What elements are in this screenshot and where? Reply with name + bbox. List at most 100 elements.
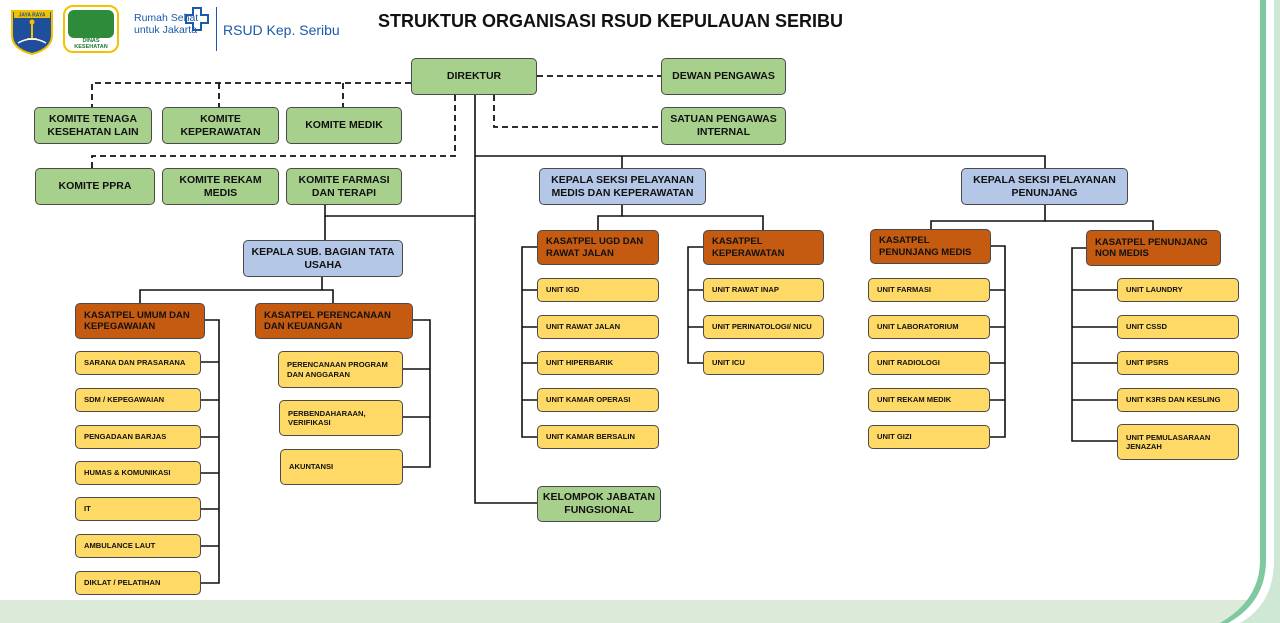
label-penunjang-medis-unit: UNIT RADIOLOGI xyxy=(877,358,940,368)
label-ugd-unit: UNIT KAMAR BERSALIN xyxy=(546,432,636,442)
box-kepala-seksi-pelayanan-medis: KEPALA SEKSI PELAYANAN MEDIS DAN KEPERAW… xyxy=(539,168,706,205)
label-perencanaan-unit: PERENCANAAN PROGRAM DAN ANGGARAN xyxy=(287,360,388,379)
label-dewan-pengawas: DEWAN PENGAWAS xyxy=(672,70,775,83)
label-kasatpel-umum-dan-kepegawaian: KASATPEL UMUM DAN KEPEGAWAIAN xyxy=(84,309,190,332)
box-satuan-pengawas-internal: SATUAN PENGAWAS INTERNAL xyxy=(661,107,786,145)
box-perencanaan-unit: AKUNTANSI xyxy=(280,449,403,485)
label-kasatpel-penunjang-medis: KASATPEL PENUNJANG MEDIS xyxy=(879,235,972,258)
box-kasatpel-ugd-rawat-jalan: KASATPEL UGD DAN RAWAT JALAN xyxy=(537,230,659,265)
label-penunjang-non-medis-unit: UNIT K3RS DAN KESLING xyxy=(1126,395,1221,405)
label-penunjang-medis-unit: UNIT LABORATORIUM xyxy=(877,322,959,332)
box-penunjang-non-medis-unit: UNIT K3RS DAN KESLING xyxy=(1117,388,1239,412)
label-keperawatan-unit: UNIT ICU xyxy=(712,358,745,368)
label-kasatpel-ugd-rawat-jalan: KASATPEL UGD DAN RAWAT JALAN xyxy=(546,236,644,259)
label-penunjang-medis-unit: UNIT GIZI xyxy=(877,432,912,442)
logo-jakarta-text: JAYA RAYA xyxy=(19,13,46,19)
box-penunjang-medis-unit: UNIT REKAM MEDIK xyxy=(868,388,990,412)
box-ugd-unit: UNIT IGD xyxy=(537,278,659,302)
label-komite-ppra: KOMITE PPRA xyxy=(58,180,132,193)
label-komite-rekam-medis: KOMITE REKAM MEDIS xyxy=(179,173,262,199)
label-kasatpel-penunjang-non-medis: KASATPEL PENUNJANG NON MEDIS xyxy=(1095,236,1208,259)
box-direktur: DIREKTUR xyxy=(411,58,537,95)
label-kasatpel-perencanaan-dan-keuangan: KASATPEL PERENCANAAN DAN KEUANGAN xyxy=(264,309,391,332)
box-penunjang-medis-unit: UNIT FARMASI xyxy=(868,278,990,302)
box-kepala-sub-bagian-tata-usaha: KEPALA SUB. BAGIAN TATA USAHA xyxy=(243,240,403,277)
box-komite-tenaga-kesehatan-lain: KOMITE TENAGA KESEHATAN LAIN xyxy=(34,107,152,144)
box-umum-unit: SDM / KEPEGAWAIAN xyxy=(75,388,201,412)
box-keperawatan-unit: UNIT ICU xyxy=(703,351,824,375)
label-komite-tenaga-kesehatan-lain: KOMITE TENAGA KESEHATAN LAIN xyxy=(47,112,139,138)
corner-decor xyxy=(1220,0,1280,623)
label-kepala-sub-bagian-tata-usaha: KEPALA SUB. BAGIAN TATA USAHA xyxy=(251,245,395,271)
rs-tagline: Rumah Sehat untuk Jakarta xyxy=(134,12,198,36)
box-penunjang-non-medis-unit: UNIT LAUNDRY xyxy=(1117,278,1239,302)
label-komite-medik: KOMITE MEDIK xyxy=(305,119,383,132)
label-ugd-unit: UNIT KAMAR OPERASI xyxy=(546,395,631,405)
box-ugd-unit: UNIT KAMAR BERSALIN xyxy=(537,425,659,449)
box-umum-unit: IT xyxy=(75,497,201,521)
box-umum-unit: SARANA DAN PRASARANA xyxy=(75,351,201,375)
box-perencanaan-unit: PERENCANAAN PROGRAM DAN ANGGARAN xyxy=(278,351,403,388)
box-komite-ppra: KOMITE PPRA xyxy=(35,168,155,205)
label-penunjang-non-medis-unit: UNIT CSSD xyxy=(1126,322,1167,332)
box-komite-keperawatan: KOMITE KEPERAWATAN xyxy=(162,107,279,144)
header-separator xyxy=(216,7,217,51)
label-satuan-pengawas-internal: SATUAN PENGAWAS INTERNAL xyxy=(670,113,777,138)
box-komite-farmasi-dan-terapi: KOMITE FARMASI DAN TERAPI xyxy=(286,168,402,205)
box-kasatpel-penunjang-non-medis: KASATPEL PENUNJANG NON MEDIS xyxy=(1086,230,1221,266)
box-ugd-unit: UNIT RAWAT JALAN xyxy=(537,315,659,339)
box-dewan-pengawas: DEWAN PENGAWAS xyxy=(661,58,786,95)
leaf-icon xyxy=(68,10,114,38)
page-title: STRUKTUR ORGANISASI RSUD KEPULAUAN SERIB… xyxy=(378,11,844,31)
box-umum-unit: DIKLAT / PELATIHAN xyxy=(75,571,201,595)
box-penunjang-medis-unit: UNIT LABORATORIUM xyxy=(868,315,990,339)
box-keperawatan-unit: UNIT PERINATOLOGI/ NICU xyxy=(703,315,824,339)
rs-name: RSUD Kep. Seribu xyxy=(223,22,340,38)
box-umum-unit: HUMAS & KOMUNIKASI xyxy=(75,461,201,485)
label-penunjang-non-medis-unit: UNIT PEMULASARAAN JENAZAH xyxy=(1126,432,1211,451)
label-keperawatan-unit: UNIT RAWAT INAP xyxy=(712,285,779,295)
label-umum-unit: AMBULANCE LAUT xyxy=(84,541,156,551)
label-direktur: DIREKTUR xyxy=(446,70,502,83)
label-komite-keperawatan: KOMITE KEPERAWATAN xyxy=(180,112,261,138)
box-ugd-unit: UNIT HIPERBARIK xyxy=(537,351,659,375)
box-kelompok-jabatan-fungsional: KELOMPOK JABATAN FUNGSIONAL xyxy=(537,486,661,522)
jakarta-crest-icon: JAYA RAYA xyxy=(11,10,53,55)
label-perencanaan-unit: PERBENDAHARAAN, VERIFIKASI xyxy=(288,408,366,427)
rs-tagline-line2: untuk Jakarta xyxy=(134,24,198,37)
box-komite-rekam-medis: KOMITE REKAM MEDIS xyxy=(162,168,279,205)
logo-dinkes-text: DINAS KESEHATAN xyxy=(74,38,108,50)
label-kepala-seksi-pelayanan-penunjang: KEPALA SEKSI PELAYANAN PENUNJANG xyxy=(973,173,1116,199)
label-kepala-seksi-pelayanan-medis: KEPALA SEKSI PELAYANAN MEDIS DAN KEPERAW… xyxy=(551,173,694,199)
plus-cross-icon xyxy=(185,7,209,31)
label-penunjang-medis-unit: UNIT FARMASI xyxy=(877,285,931,295)
label-umum-unit: IT xyxy=(84,504,91,514)
box-kasatpel-perencanaan-dan-keuangan: KASATPEL PERENCANAAN DAN KEUANGAN xyxy=(255,303,413,339)
label-umum-unit: PENGADAAN BARJAS xyxy=(84,432,167,442)
bottom-decor-band xyxy=(0,600,1280,623)
box-ugd-unit: UNIT KAMAR OPERASI xyxy=(537,388,659,412)
label-umum-unit: SARANA DAN PRASARANA xyxy=(84,358,186,368)
box-penunjang-non-medis-unit: UNIT CSSD xyxy=(1117,315,1239,339)
label-kelompok-jabatan-fungsional: KELOMPOK JABATAN FUNGSIONAL xyxy=(542,491,656,516)
label-umum-unit: SDM / KEPEGAWAIAN xyxy=(84,395,165,405)
label-komite-farmasi-dan-terapi: KOMITE FARMASI DAN TERAPI xyxy=(298,173,390,199)
box-komite-medik: KOMITE MEDIK xyxy=(286,107,402,144)
label-umum-unit: HUMAS & KOMUNIKASI xyxy=(84,468,171,478)
box-keperawatan-unit: UNIT RAWAT INAP xyxy=(703,278,824,302)
label-penunjang-medis-unit: UNIT REKAM MEDIK xyxy=(877,395,952,405)
label-keperawatan-unit: UNIT PERINATOLOGI/ NICU xyxy=(712,322,812,332)
box-umum-unit: AMBULANCE LAUT xyxy=(75,534,201,558)
box-perencanaan-unit: PERBENDAHARAAN, VERIFIKASI xyxy=(279,400,403,436)
label-penunjang-non-medis-unit: UNIT LAUNDRY xyxy=(1126,285,1183,295)
box-penunjang-medis-unit: UNIT RADIOLOGI xyxy=(868,351,990,375)
box-kepala-seksi-pelayanan-penunjang: KEPALA SEKSI PELAYANAN PENUNJANG xyxy=(961,168,1128,205)
box-penunjang-medis-unit: UNIT GIZI xyxy=(868,425,990,449)
box-penunjang-non-medis-unit: UNIT PEMULASARAAN JENAZAH xyxy=(1117,424,1239,460)
label-ugd-unit: UNIT HIPERBARIK xyxy=(546,358,614,368)
box-penunjang-non-medis-unit: UNIT IPSRS xyxy=(1117,351,1239,375)
label-umum-unit: DIKLAT / PELATIHAN xyxy=(84,578,161,588)
box-umum-unit: PENGADAAN BARJAS xyxy=(75,425,201,449)
label-perencanaan-unit: AKUNTANSI xyxy=(289,462,334,472)
